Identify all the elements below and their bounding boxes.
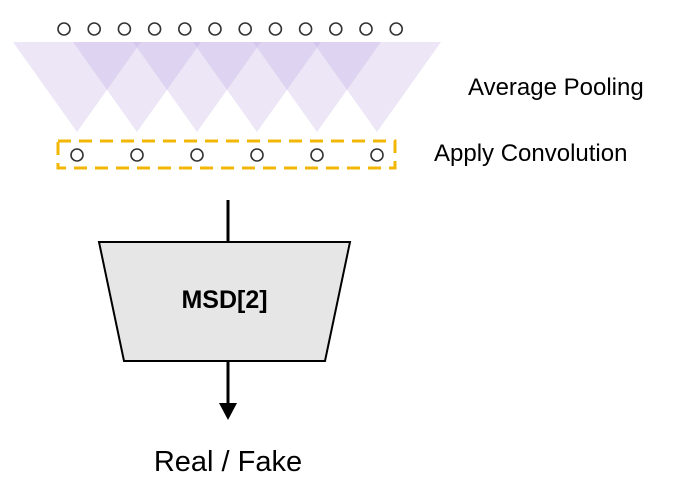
convolution-node xyxy=(250,148,264,162)
pooling-triangle xyxy=(253,42,381,132)
pooling-triangle xyxy=(73,42,201,132)
pooling-triangle xyxy=(313,42,441,132)
input-node xyxy=(359,22,373,36)
convolution-nodes xyxy=(70,148,384,162)
input-node xyxy=(57,22,71,36)
pooling-triangle xyxy=(193,42,321,132)
input-nodes xyxy=(57,22,404,36)
input-node xyxy=(238,22,252,36)
output-arrow-head xyxy=(219,403,237,420)
convolution-node xyxy=(370,148,384,162)
input-node xyxy=(208,22,222,36)
pooling-triangles xyxy=(13,42,441,132)
average-pooling-label: Average Pooling xyxy=(468,74,644,101)
input-node xyxy=(87,22,101,36)
convolution-node xyxy=(190,148,204,162)
input-node xyxy=(178,22,192,36)
msd-block xyxy=(97,241,352,362)
input-node xyxy=(389,22,404,36)
input-node xyxy=(298,22,313,36)
input-node xyxy=(147,22,162,36)
convolution-node xyxy=(130,148,144,162)
pooling-triangle xyxy=(133,42,261,132)
convolution-node xyxy=(310,148,324,162)
input-node xyxy=(117,22,132,36)
input-node xyxy=(328,22,343,36)
output-label: Real / Fake xyxy=(153,446,303,478)
pooling-triangle xyxy=(13,42,141,132)
apply-convolution-label: Apply Convolution xyxy=(434,140,628,167)
convolution-box xyxy=(56,139,397,170)
input-node xyxy=(268,22,283,36)
msd-block-label: MSD[2] xyxy=(181,286,268,314)
convolution-node xyxy=(70,148,84,162)
